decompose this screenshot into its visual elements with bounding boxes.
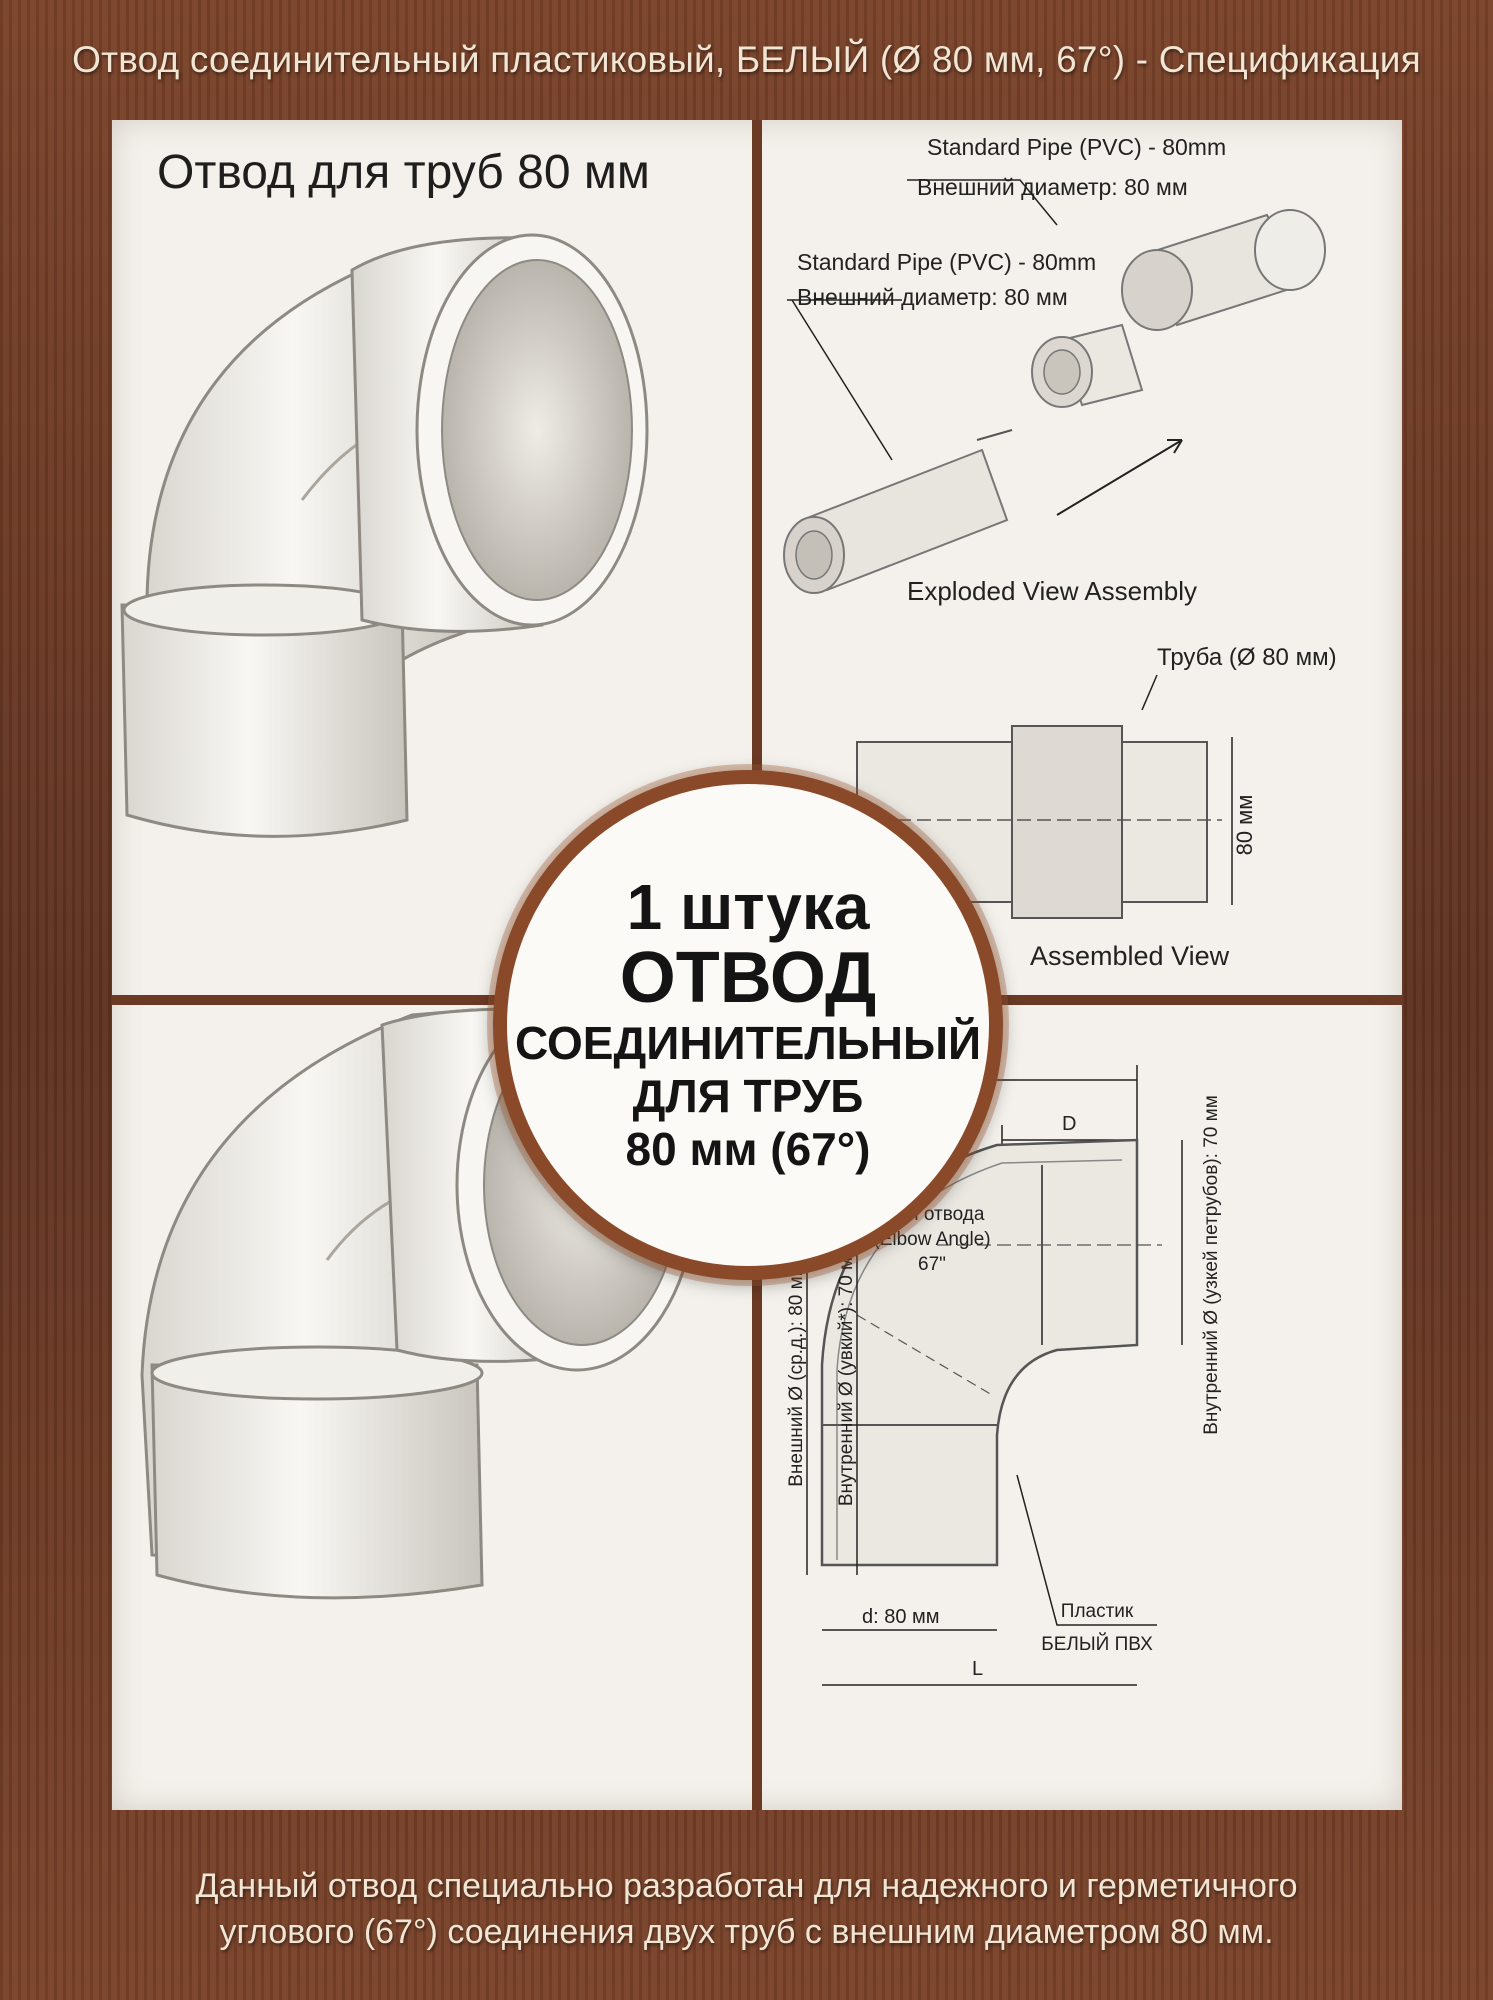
page-title: Отвод соединительный пластиковый, БЕЛЫЙ … — [72, 39, 1421, 80]
assembled-caption: Assembled View — [1030, 941, 1230, 971]
arrow-icon — [976, 429, 1013, 441]
dim-D: D — [1062, 1113, 1076, 1135]
title-bar: Отвод соединительный пластиковый, БЕЛЫЙ … — [0, 0, 1493, 120]
dim-d: d: 80 мм — [862, 1606, 940, 1628]
pipe-label-top-en: Standard Pipe (PVC) - 80mm — [927, 134, 1226, 160]
quantity-badge: 1 штука ОТВОД СОЕДИНИТЕЛЬНЫЙ ДЛЯ ТРУБ 80… — [493, 770, 1003, 1280]
dim-L-bottom: L — [972, 1658, 983, 1680]
angle-label-2: (Elbow Angle) — [873, 1229, 990, 1250]
pipe-right — [1121, 209, 1326, 331]
outer-diameter-label: Внешний Ø (ср.д.): 80 мм — [786, 1263, 807, 1487]
panel-assembly: Standard Pipe (PVC) - 80mm Внешний диаме… — [762, 120, 1402, 995]
footer-line-1: Данный отвод специально разработан для н… — [195, 1867, 1298, 1906]
elbow-illustration-top — [120, 233, 649, 838]
inner-diameter-label: Внутренний Ø (увкий*): 70 мм — [836, 1244, 857, 1506]
spec-board: Отвод для труб 80 мм — [112, 120, 1402, 1810]
material-label-2: БЕЛЫЙ ПВХ — [1041, 1633, 1153, 1655]
pipe-left — [783, 448, 1009, 594]
assembled-pipe — [856, 725, 1222, 919]
pipe-label-left-ru: Внешний диаметр: 80 мм — [797, 284, 1068, 310]
badge-quantity: 1 штука — [626, 871, 870, 944]
pipe-label-left-en: Standard Pipe (PVC) - 80mm — [797, 249, 1096, 275]
panel-technical-drawing: L D Угол отвода (Elbow Angle) 67" — [762, 1005, 1402, 1810]
pipe-callout: Труба (Ø 80 мм) — [1157, 644, 1337, 671]
badge-size: 80 мм (67°) — [625, 1122, 871, 1175]
badge-purpose: ДЛЯ ТРУБ — [632, 1069, 864, 1122]
material-label-1: Пластик — [1061, 1601, 1134, 1622]
angle-label-3: 67" — [918, 1254, 946, 1275]
panel-heading: Отвод для труб 80 мм — [157, 146, 650, 199]
panel-elbow-top: Отвод для труб 80 мм — [112, 120, 752, 995]
assembly-diagram: Standard Pipe (PVC) - 80mm Внешний диаме… — [783, 134, 1337, 971]
badge-product: ОТВОД — [619, 938, 877, 1019]
footer-line-2: углового (67°) соединения двух труб с вн… — [219, 1913, 1274, 1951]
technical-drawing: L D Угол отвода (Elbow Angle) 67" — [762, 1048, 1222, 1686]
exploded-caption: Exploded View Assembly — [907, 576, 1197, 606]
coupling — [1031, 323, 1144, 408]
pipe-label-top-ru: Внешний диаметр: 80 мм — [917, 174, 1188, 200]
dimension-label: 80 мм — [1232, 795, 1257, 856]
elbow-section — [820, 1138, 1162, 1567]
badge-type: СОЕДИНИТЕЛЬНЫЙ — [514, 1017, 982, 1070]
right-inner-label: Внутренний Ø (узкей петрубов): 70 мм — [1201, 1095, 1222, 1435]
footer-description: Данный отвод специально разработан для н… — [0, 1820, 1493, 2000]
